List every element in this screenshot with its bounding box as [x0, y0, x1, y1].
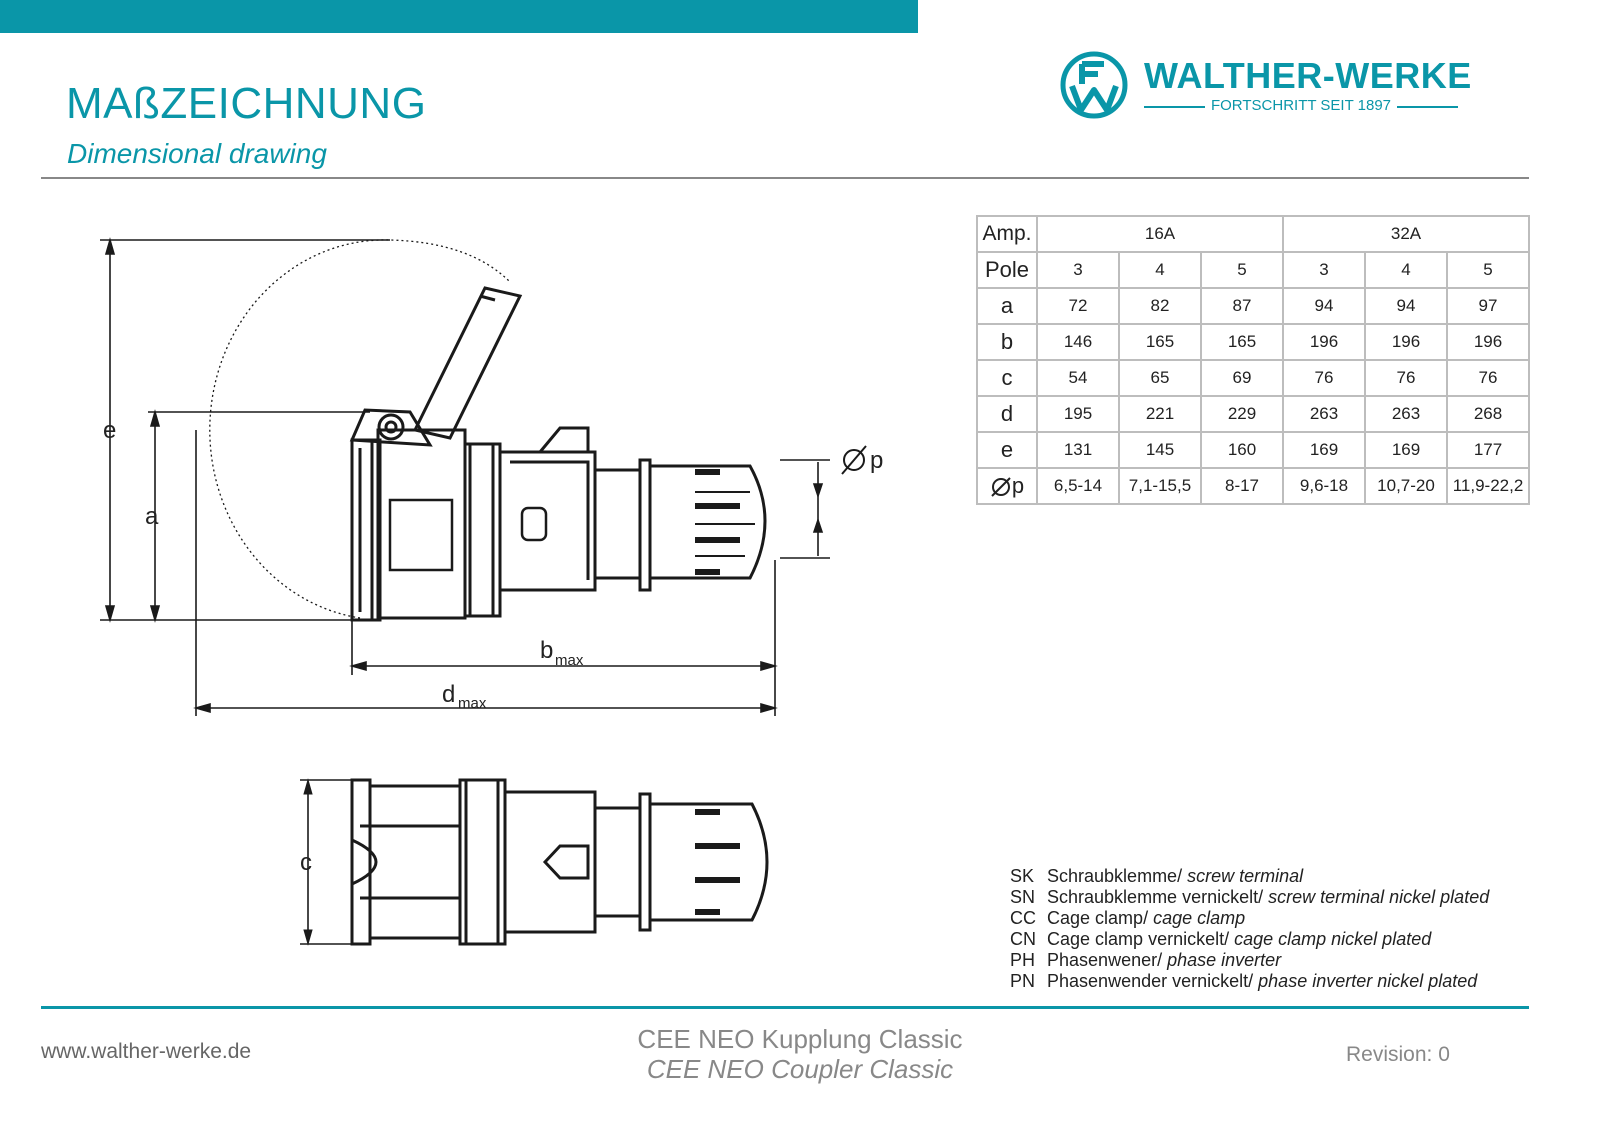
table-cell: 69 [1200, 359, 1284, 397]
dim-label-b: b [540, 637, 553, 664]
legend-item: PN Phasenwender vernickelt/ phase invert… [1010, 971, 1478, 991]
table-cell-amp-32a: 32A [1282, 215, 1530, 253]
logo-tagline: FORTSCHRITT SEIT 1897 [1144, 97, 1458, 114]
table-cell: 5 [1200, 251, 1284, 289]
dimension-table: Amp. 16A 32A Pole 3 4 5 3 4 5 a 72 82 87… [976, 215, 1530, 505]
table-row: d 195 221 229 263 263 268 [976, 395, 1530, 433]
table-row-label: c [976, 359, 1038, 397]
table-cell: 10,7-20 [1364, 467, 1448, 505]
company-logo: WALTHER-WERKE FORTSCHRITT SEIT 1897 [1060, 51, 1471, 122]
table-cell: 54 [1036, 359, 1120, 397]
table-cell: 263 [1364, 395, 1448, 433]
table-cell: 97 [1446, 287, 1530, 325]
dim-label-p: p [870, 447, 883, 474]
table-cell: 7,1-15,5 [1118, 467, 1202, 505]
table-cell: 195 [1036, 395, 1120, 433]
top-accent-bar [0, 0, 918, 33]
table-cell: 11,9-22,2 [1446, 467, 1530, 505]
table-cell: 3 [1036, 251, 1120, 289]
dim-label-b-sub: max [555, 652, 584, 669]
dim-label-a: a [145, 503, 159, 530]
revision-label: Revision: 0 [1346, 1043, 1450, 1066]
table-row: a 72 82 87 94 94 97 [976, 287, 1530, 325]
table-row-amp: Amp. 16A 32A [976, 215, 1530, 253]
table-header-amp: Amp. [976, 215, 1038, 253]
table-cell: 72 [1036, 287, 1120, 325]
diameter-icon [841, 445, 867, 475]
coupler-top-view [300, 778, 769, 946]
table-cell: 165 [1118, 323, 1202, 361]
table-row: c 54 65 69 76 76 76 [976, 359, 1530, 397]
table-cell: 196 [1364, 323, 1448, 361]
table-cell: 4 [1364, 251, 1448, 289]
page-title: MAßZEICHNUNG [66, 79, 427, 128]
table-cell: 87 [1200, 287, 1284, 325]
coupler-side-view [349, 286, 767, 622]
table-cell: 9,6-18 [1282, 467, 1366, 505]
table-cell-amp-16a: 16A [1036, 215, 1284, 253]
table-cell: 160 [1200, 431, 1284, 469]
table-cell: 4 [1118, 251, 1202, 289]
legend-item: SK Schraubklemme/ screw terminal [1010, 866, 1304, 886]
product-name-de: CEE NEO Kupplung Classic [637, 1024, 963, 1054]
product-name-en: CEE NEO Coupler Classic [646, 1054, 954, 1084]
table-row-label: a [976, 287, 1038, 325]
table-row: b 146 165 165 196 196 196 [976, 323, 1530, 361]
dim-label-d-sub: max [458, 695, 487, 712]
table-cell: 6,5-14 [1036, 467, 1120, 505]
table-cell: 76 [1446, 359, 1530, 397]
table-cell: 196 [1282, 323, 1366, 361]
table-cell: 268 [1446, 395, 1530, 433]
table-cell: 196 [1446, 323, 1530, 361]
table-cell: 177 [1446, 431, 1530, 469]
legend-item: PH Phasenwener/ phase inverter [1010, 950, 1282, 970]
logo-wordmark: WALTHER-WERKE [1144, 55, 1472, 96]
table-cell: 145 [1118, 431, 1202, 469]
website-link[interactable]: www.walther-werke.de [41, 1040, 252, 1063]
product-name: CEE NEO Kupplung Classic CEE NEO Coupler… [560, 1024, 1040, 1084]
table-cell: 146 [1036, 323, 1120, 361]
table-cell: 131 [1036, 431, 1120, 469]
dim-label-e: e [103, 417, 116, 444]
dim-label-c: c [300, 849, 312, 876]
table-cell: 229 [1200, 395, 1284, 433]
legend-item: CN Cage clamp vernickelt/ cage clamp nic… [1010, 929, 1432, 949]
legend-item: SN Schraubklemme vernickelt/ screw termi… [1010, 887, 1490, 907]
table-cell: 3 [1282, 251, 1366, 289]
table-cell: 165 [1200, 323, 1284, 361]
table-cell: 76 [1282, 359, 1366, 397]
table-row-label-diameter: p [976, 467, 1038, 505]
table-cell: 169 [1282, 431, 1366, 469]
table-row: p 6,5-14 7,1-15,5 8-17 9,6-18 10,7-20 11… [976, 467, 1530, 505]
table-cell: 221 [1118, 395, 1202, 433]
table-cell: 8-17 [1200, 467, 1284, 505]
dim-label-d: d [442, 681, 455, 708]
table-cell: 76 [1364, 359, 1448, 397]
table-cell: 94 [1364, 287, 1448, 325]
table-row-label: b [976, 323, 1038, 361]
footer-divider [41, 1006, 1529, 1009]
table-row: e 131 145 160 169 169 177 [976, 431, 1530, 469]
table-header-pole: Pole [976, 251, 1038, 289]
table-cell: 263 [1282, 395, 1366, 433]
table-row-label: e [976, 431, 1038, 469]
table-cell: 82 [1118, 287, 1202, 325]
table-cell: 169 [1364, 431, 1448, 469]
table-cell: 65 [1118, 359, 1202, 397]
page-subtitle: Dimensional drawing [67, 138, 327, 169]
fw-monogram-icon [1060, 51, 1128, 119]
legend-item: CC Cage clamp/ cage clamp [1010, 908, 1246, 928]
header-divider [41, 177, 1529, 179]
table-cell: 94 [1282, 287, 1366, 325]
table-row-pole: Pole 3 4 5 3 4 5 [976, 251, 1530, 289]
table-cell: 5 [1446, 251, 1530, 289]
table-row-label: d [976, 395, 1038, 433]
terminal-legend: SK Schraubklemme/ screw terminal SN Schr… [1010, 866, 1489, 992]
diameter-icon [991, 477, 1011, 497]
